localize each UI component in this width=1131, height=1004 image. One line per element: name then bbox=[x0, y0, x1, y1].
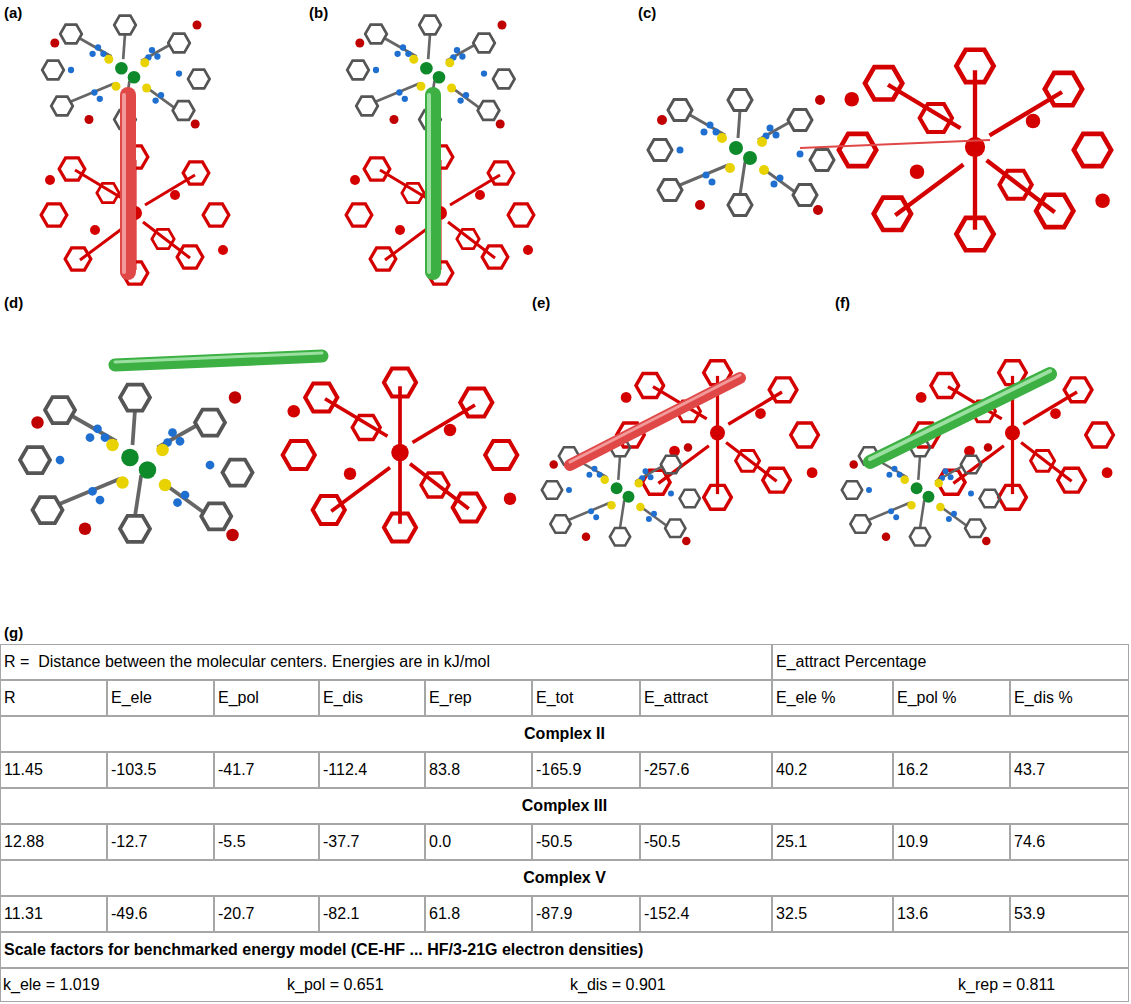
panel-label: (g) bbox=[4, 624, 23, 641]
table-cell: -5.5 bbox=[214, 824, 319, 860]
table-cell: -82.1 bbox=[319, 896, 425, 932]
table-cell: -152.4 bbox=[640, 896, 772, 932]
table-cell: 32.5 bbox=[772, 896, 893, 932]
table-cell: -50.5 bbox=[532, 824, 640, 860]
table-cell: 74.6 bbox=[1010, 824, 1129, 860]
panel-label: (c) bbox=[638, 4, 656, 21]
table-cell: 0.0 bbox=[425, 824, 532, 860]
table-cell: Scale factors for benchmarked energy mod… bbox=[0, 932, 1129, 968]
table-cell: E_tot bbox=[532, 680, 640, 716]
scale-factor: k_pol = 0.651 bbox=[287, 968, 384, 1002]
table-cell: -87.9 bbox=[532, 896, 640, 932]
scale-factor: k_rep = 0.811 bbox=[958, 968, 1055, 1002]
table-cell: 16.2 bbox=[893, 752, 1010, 788]
table-cell: Complex III bbox=[0, 788, 1129, 824]
table-cell: -257.6 bbox=[640, 752, 772, 788]
table-cell: E_pol % bbox=[893, 680, 1010, 716]
panel-label: (f) bbox=[835, 294, 850, 311]
table-cell: 43.7 bbox=[1010, 752, 1129, 788]
table-cell: E_ele % bbox=[772, 680, 893, 716]
table-cell: R = Distance between the molecular cente… bbox=[0, 644, 772, 680]
table-cell: E_rep bbox=[425, 680, 532, 716]
scale-factor: k_dis = 0.901 bbox=[570, 968, 666, 1002]
scale-factor: k_ele = 1.019 bbox=[3, 968, 100, 1002]
table-cell: -12.7 bbox=[107, 824, 214, 860]
table-cell: 11.45 bbox=[0, 752, 107, 788]
panel-label: (b) bbox=[309, 4, 328, 21]
table-cell: E_dis bbox=[319, 680, 425, 716]
table-cell: E_attract bbox=[640, 680, 772, 716]
table-cell: 53.9 bbox=[1010, 896, 1129, 932]
table-cell: 61.8 bbox=[425, 896, 532, 932]
table-cell: 83.8 bbox=[425, 752, 532, 788]
panel-label: (d) bbox=[4, 294, 23, 311]
table-cell: -50.5 bbox=[640, 824, 772, 860]
table-cell: R bbox=[0, 680, 107, 716]
table-cell: -20.7 bbox=[214, 896, 319, 932]
table-cell: 10.9 bbox=[893, 824, 1010, 860]
table-cell: -41.7 bbox=[214, 752, 319, 788]
table-cell: -49.6 bbox=[107, 896, 214, 932]
table-cell: 40.2 bbox=[772, 752, 893, 788]
table-cell: 11.31 bbox=[0, 896, 107, 932]
molecule-illustration bbox=[0, 0, 1131, 640]
panel-label: (e) bbox=[532, 294, 550, 311]
table-cell: E_attract Percentage bbox=[772, 644, 1129, 680]
table-cell: 25.1 bbox=[772, 824, 893, 860]
table-cell: 13.6 bbox=[893, 896, 1010, 932]
table-cell: -165.9 bbox=[532, 752, 640, 788]
table-cell: E_pol bbox=[214, 680, 319, 716]
table-cell: E_dis % bbox=[1010, 680, 1129, 716]
table-cell: -112.4 bbox=[319, 752, 425, 788]
panel-label: (a) bbox=[4, 4, 22, 21]
table-cell: Complex II bbox=[0, 716, 1129, 752]
table-cell: Complex V bbox=[0, 860, 1129, 896]
table-cell: -37.7 bbox=[319, 824, 425, 860]
table-cell: 12.88 bbox=[0, 824, 107, 860]
table-cell: E_ele bbox=[107, 680, 214, 716]
table-cell: -103.5 bbox=[107, 752, 214, 788]
